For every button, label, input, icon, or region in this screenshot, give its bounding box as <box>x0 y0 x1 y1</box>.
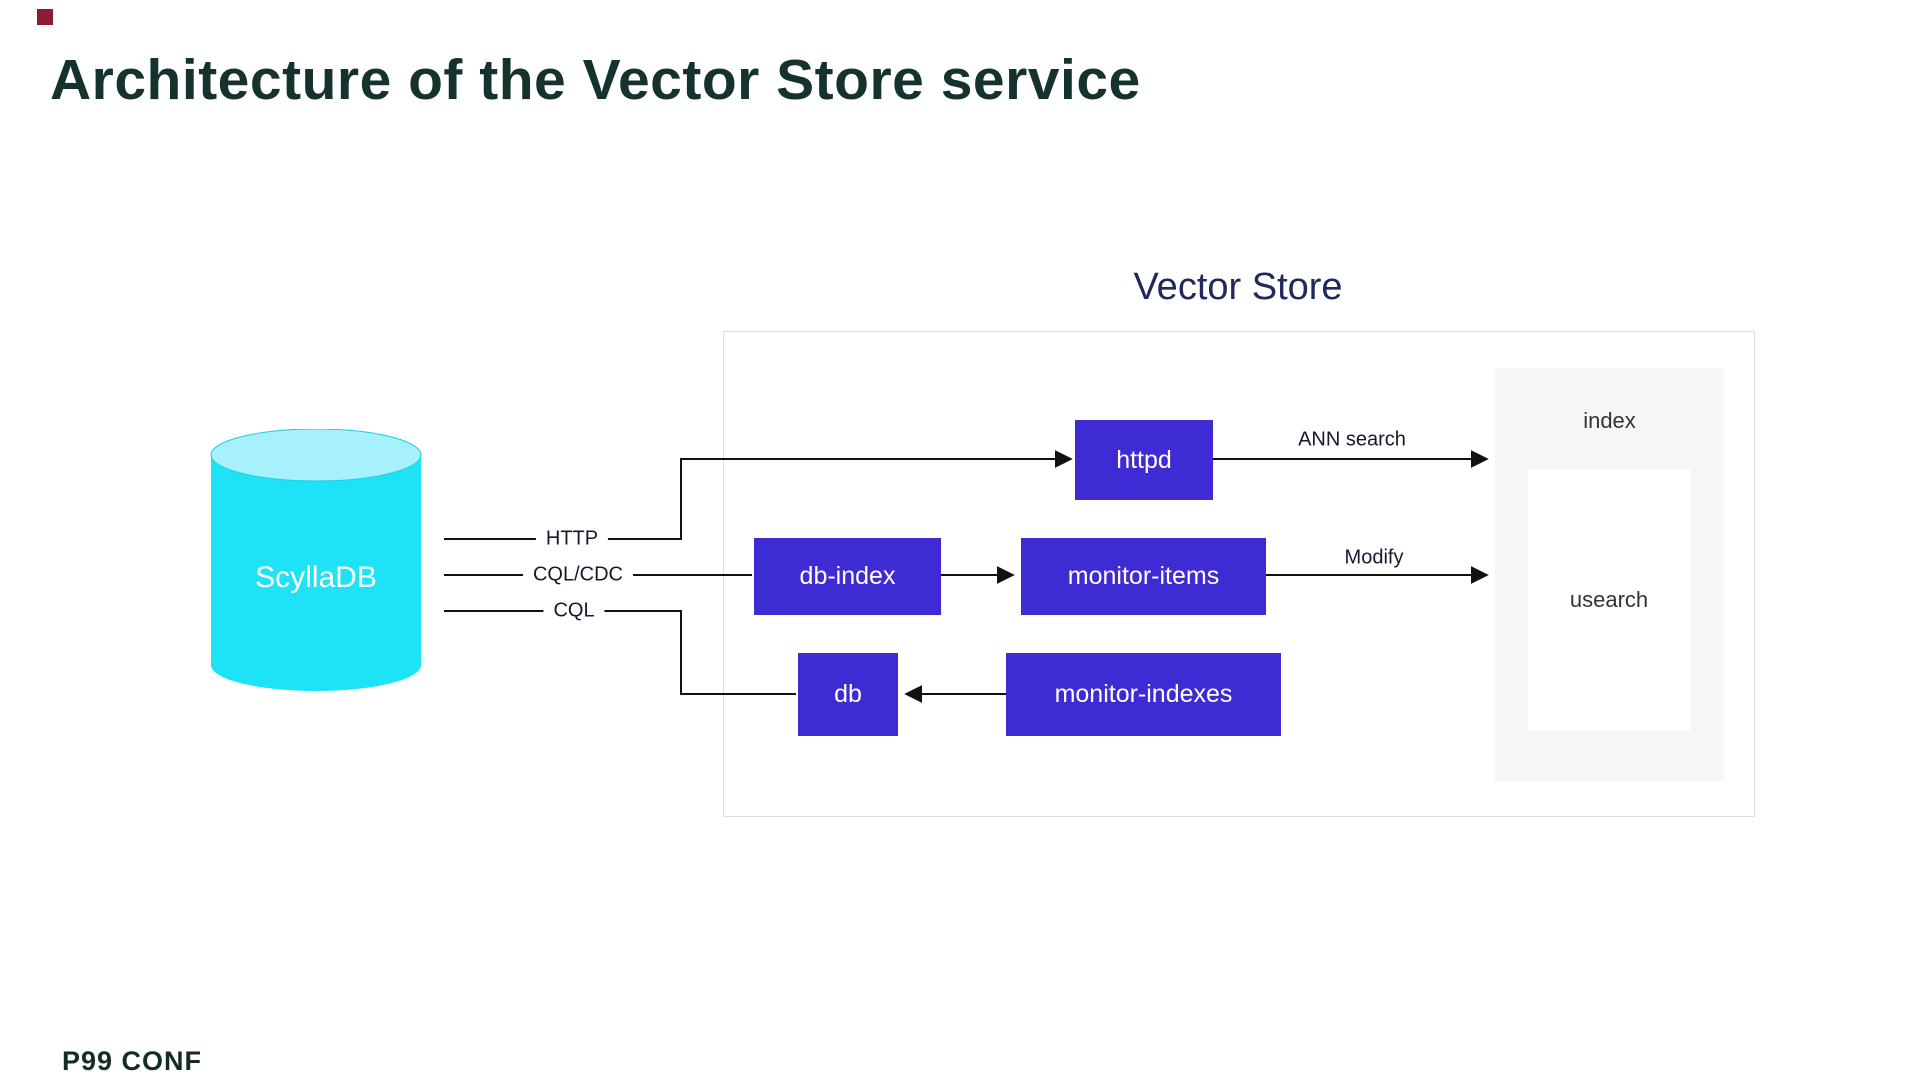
index-panel: index usearch <box>1495 368 1724 781</box>
scylladb-label: ScyllaDB <box>255 561 377 594</box>
node-db: db <box>798 653 898 736</box>
edge-label-http: HTTP <box>535 527 609 551</box>
slide-title: Architecture of the Vector Store service <box>50 48 1141 112</box>
edge-label-cql-cdc: CQL/CDC <box>522 563 634 587</box>
scylladb-database: ScyllaDB <box>210 429 422 691</box>
p99conf-logo: P99 CONF <box>62 1046 203 1076</box>
vector-store-title: Vector Store <box>1133 266 1343 308</box>
edge-label-modify: Modify <box>1344 546 1404 570</box>
database-cylinder-icon <box>210 429 422 691</box>
edge-label-ann-search: ANN search <box>1298 428 1406 452</box>
node-monitor-indexes: monitor-indexes <box>1006 653 1281 736</box>
node-db-index: db-index <box>754 538 941 615</box>
usearch-box: usearch <box>1528 469 1690 731</box>
index-panel-label: index <box>1583 408 1636 433</box>
edge-label-cql: CQL <box>543 599 605 623</box>
usearch-label: usearch <box>1569 587 1649 612</box>
corner-accent-mark <box>37 9 53 25</box>
node-httpd: httpd <box>1075 420 1213 500</box>
node-monitor-items: monitor-items <box>1021 538 1266 615</box>
